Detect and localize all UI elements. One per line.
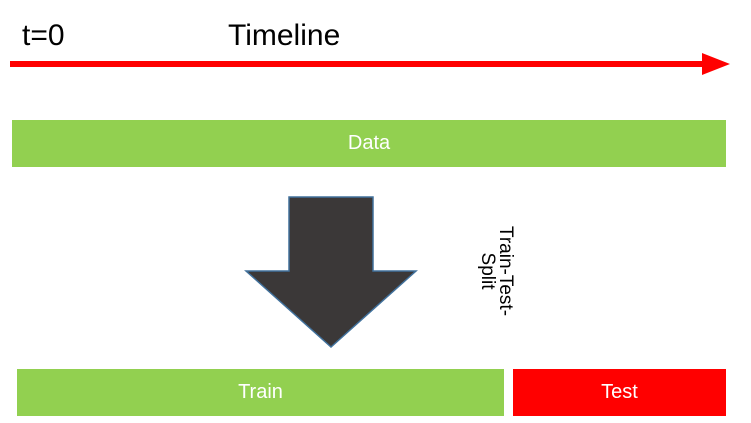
timeline-arrow-icon — [10, 53, 730, 75]
timeline-arrow-shaft — [10, 61, 706, 67]
train-test-split-label: Train-Test-Split — [477, 216, 516, 326]
down-arrow-icon — [244, 196, 418, 349]
train-bar: Train — [17, 369, 504, 416]
train-bar-label: Train — [238, 381, 283, 403]
test-bar: Test — [513, 369, 726, 416]
test-bar-label: Test — [601, 381, 638, 403]
data-bar: Data — [12, 120, 726, 167]
train-test-split-text: Train-Test-Split — [477, 225, 516, 317]
data-bar-label: Data — [347, 132, 391, 154]
start-time-label: t=0 — [22, 19, 65, 52]
timeline-title: Timeline — [228, 19, 341, 52]
timeline-arrow-head — [702, 53, 730, 75]
